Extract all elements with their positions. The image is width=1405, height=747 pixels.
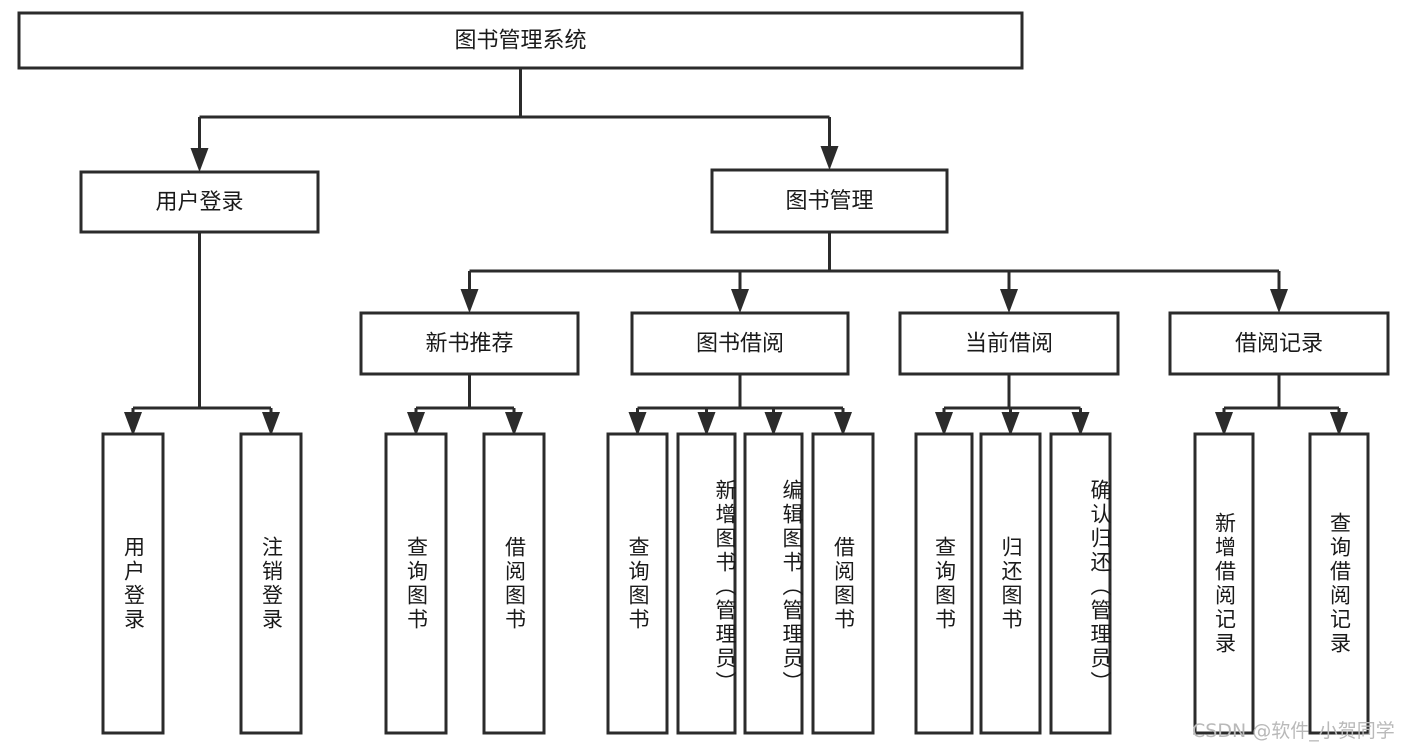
arrow-head-icon-leaf-query-book-3	[935, 412, 953, 436]
arrow-head-icon-book-borrow	[731, 289, 749, 313]
node-box-book-management[interactable]	[710, 168, 949, 234]
arrow-head-icon-leaf-query-borrow-record	[1330, 412, 1348, 436]
node-box-leaf-borrow-book-1[interactable]	[482, 432, 546, 735]
node-box-borrow-record[interactable]	[1168, 311, 1390, 376]
arrow-head-icon-leaf-return-book	[1001, 412, 1020, 436]
node-box-leaf-confirm-return-admin[interactable]	[1049, 432, 1112, 735]
node-label-new-book-recommend: 新书推荐	[425, 332, 513, 357]
node-box-leaf-query-book-2[interactable]	[606, 432, 669, 735]
arrow-head-icon-leaf-add-borrow-record	[1215, 412, 1233, 436]
node-box-current-borrow[interactable]	[898, 311, 1120, 376]
node-box-leaf-edit-book-admin[interactable]	[743, 432, 804, 735]
node-box-leaf-borrow-book-2[interactable]	[811, 432, 875, 735]
arrow-head-icon-leaf-borrow-book-1	[505, 412, 523, 436]
arrow-head-icon-leaf-borrow-book-2	[834, 412, 852, 436]
node-box-leaf-return-book[interactable]	[979, 432, 1042, 735]
node-label-book-borrow: 图书借阅	[696, 332, 784, 357]
node-label-book-management: 图书管理	[785, 189, 873, 214]
node-box-user-login[interactable]	[79, 170, 320, 234]
arrow-head-icon-leaf-query-book-2	[628, 412, 647, 436]
connector-lines	[124, 68, 1348, 436]
arrow-head-icon-leaf-add-book-admin	[697, 412, 716, 436]
arrow-head-icon-user-login	[190, 148, 209, 172]
arrow-head-icon-leaf-logout	[262, 412, 280, 436]
node-box-book-borrow[interactable]	[630, 311, 850, 376]
node-box-leaf-user-login[interactable]	[101, 432, 165, 735]
node-box-root[interactable]	[17, 11, 1024, 70]
node-label-user-login: 用户登录	[155, 190, 243, 215]
node-box-new-book-recommend[interactable]	[359, 311, 580, 376]
node-box-leaf-add-book-admin[interactable]	[676, 432, 737, 735]
arrow-head-icon-leaf-query-book-1	[407, 412, 425, 436]
arrow-head-icon-book-management	[820, 146, 839, 170]
arrow-head-icon-current-borrow	[1000, 289, 1018, 313]
arrow-head-icon-leaf-confirm-return-admin	[1071, 412, 1090, 436]
node-label-current-borrow: 当前借阅	[965, 332, 1053, 357]
node-box-leaf-add-borrow-record[interactable]	[1193, 432, 1255, 735]
node-label-root: 图书管理系统	[454, 29, 586, 54]
arrow-head-icon-leaf-edit-book-admin	[764, 412, 783, 436]
arrow-head-icon-new-book-recommend	[460, 289, 479, 313]
node-box-leaf-logout[interactable]	[239, 432, 303, 735]
node-box-leaf-query-borrow-record[interactable]	[1308, 432, 1370, 735]
arrow-head-icon-borrow-record	[1270, 289, 1288, 313]
node-box-leaf-query-book-3[interactable]	[914, 432, 974, 735]
node-boxes	[17, 11, 1390, 735]
node-box-leaf-query-book-1[interactable]	[384, 432, 448, 735]
node-label-borrow-record: 借阅记录	[1235, 332, 1323, 357]
arrow-head-icon-leaf-user-login	[124, 412, 142, 436]
